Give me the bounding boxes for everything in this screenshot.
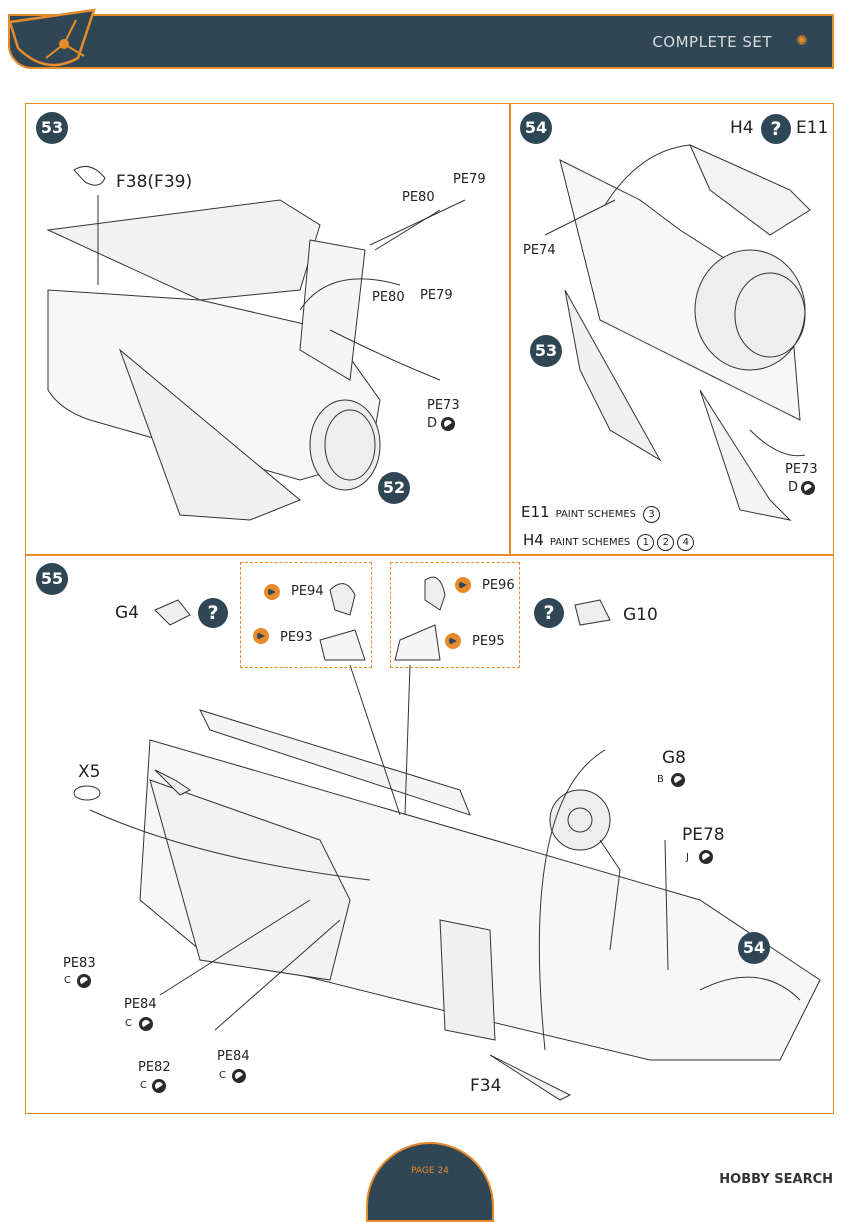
step-55-panel (25, 554, 834, 1114)
label-pe78: PE78 (682, 825, 725, 845)
label-g8: G8 (662, 748, 686, 768)
glue-icon (699, 850, 713, 864)
glue-icon (232, 1069, 246, 1083)
label-f38: F38(F39) (116, 172, 193, 192)
ref-step-54: 54 (738, 932, 770, 964)
photo-etch-icon (445, 633, 461, 649)
gear-icon: ✺ (796, 33, 808, 49)
glue-icon (671, 773, 685, 787)
label-pe96: PE96 (482, 578, 515, 593)
label-h4: H4 (730, 118, 754, 138)
option-box-right (390, 562, 520, 668)
label-pe84-a: PE84 (124, 997, 157, 1012)
step-53-panel (25, 103, 511, 556)
scheme-part: H4 (523, 531, 544, 549)
label-pe79-bottom: PE79 (420, 288, 453, 303)
label-x5: X5 (78, 762, 101, 782)
label-pe95: PE95 (472, 634, 505, 649)
label-f34: F34 (470, 1076, 502, 1096)
glue-code-d-b: D (788, 480, 799, 495)
label-pe80-bottom: PE80 (372, 290, 405, 305)
step-54-panel (509, 103, 834, 556)
glue-icon (801, 481, 815, 495)
glue-icon (152, 1079, 166, 1093)
glue-code-c: C (219, 1070, 226, 1081)
paint-scheme-e11: E11 PAINT SCHEMES 3 (521, 503, 660, 523)
page-number: PAGE 24 (411, 1166, 449, 1176)
photo-etch-icon (253, 628, 269, 644)
scheme-text: PAINT SCHEMES (549, 537, 631, 548)
glue-icon (139, 1017, 153, 1031)
header-bar: COMPLETE SET ✺ (8, 14, 834, 69)
glue-code-c: C (140, 1080, 147, 1091)
label-pe93: PE93 (280, 630, 313, 645)
question-icon: ? (761, 114, 791, 144)
label-pe83: PE83 (63, 956, 96, 971)
scheme-number: 4 (677, 534, 695, 551)
scheme-number: 3 (643, 506, 660, 523)
label-pe74: PE74 (523, 243, 556, 258)
glue-code-j: J (686, 852, 689, 863)
photo-etch-icon (264, 584, 280, 600)
label-pe82: PE82 (138, 1060, 171, 1075)
label-e11: E11 (796, 118, 829, 138)
label-pe84-b: PE84 (217, 1049, 250, 1064)
option-box-left (240, 562, 372, 668)
watermark: HOBBY SEARCH (719, 1172, 833, 1187)
glue-icon (441, 417, 455, 431)
scheme-text: PAINT SCHEMES (555, 509, 636, 520)
step-54-number: 54 (520, 112, 552, 144)
question-icon: ? (534, 598, 564, 628)
glue-code-c: C (64, 975, 71, 986)
scheme-part: E11 (521, 503, 550, 521)
ref-step-53: 53 (530, 335, 562, 367)
glue-code-c: C (125, 1018, 132, 1029)
label-pe73: PE73 (427, 398, 460, 413)
glue-code-d: D (427, 416, 438, 431)
label-g4: G4 (115, 603, 139, 623)
label-g10: G10 (623, 605, 658, 625)
label-pe79-top: PE79 (453, 172, 486, 187)
page-title: COMPLETE SET (652, 33, 772, 51)
photo-etch-icon (455, 577, 471, 593)
step-55-number: 55 (36, 563, 68, 595)
ref-step-52: 52 (378, 472, 410, 504)
glue-icon (77, 974, 91, 988)
label-pe80-top: PE80 (402, 190, 435, 205)
glue-code-b: B (657, 774, 664, 785)
brand-logo (8, 8, 96, 67)
scheme-number: 1 (637, 534, 655, 551)
label-pe94: PE94 (291, 584, 324, 599)
label-pe73-b: PE73 (785, 462, 818, 477)
scheme-number: 2 (657, 534, 675, 551)
question-icon: ? (198, 598, 228, 628)
step-53-number: 53 (36, 112, 68, 144)
